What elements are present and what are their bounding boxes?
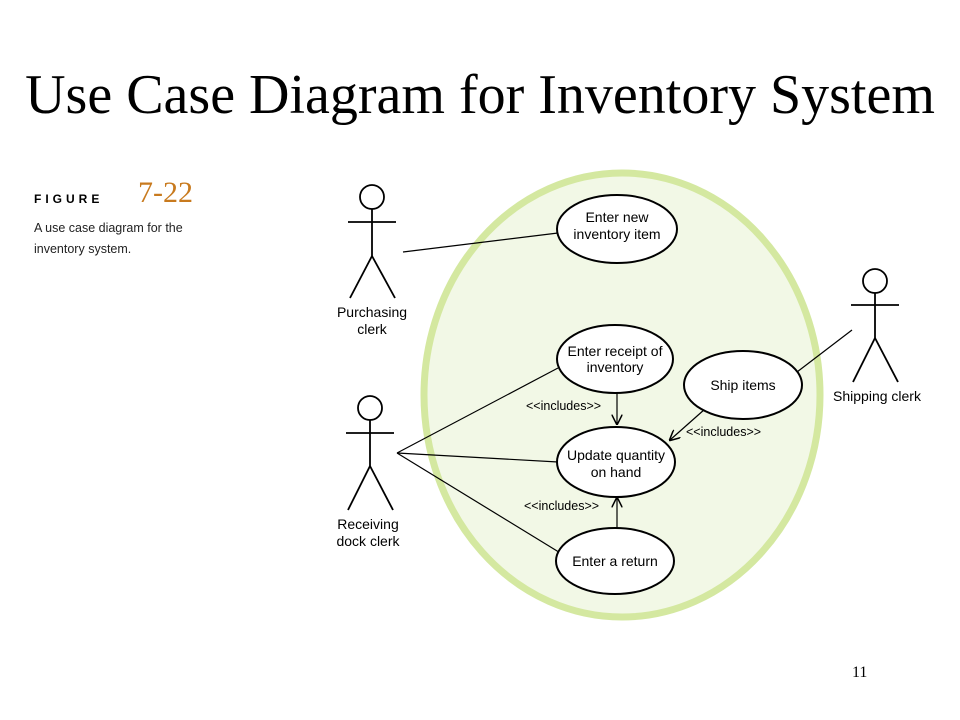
figure-number: 7-22 — [138, 176, 193, 209]
actor-purchasing-label-line2: clerk — [357, 321, 388, 337]
includes-label-return: <<includes>> — [524, 499, 599, 513]
includes-label-receipt: <<includes>> — [526, 399, 601, 413]
use-case-enter-receipt-line2: inventory — [587, 359, 644, 375]
slide-title: Use Case Diagram for Inventory System — [25, 64, 935, 126]
assoc-receiving-enter-return — [396, 452, 563, 555]
use-case-ship-items[interactable]: Ship items — [683, 350, 803, 420]
use-case-enter-return[interactable]: Enter a return — [555, 527, 675, 595]
system-boundary — [420, 169, 824, 621]
page-number: 11 — [852, 664, 868, 681]
use-case-enter-new[interactable]: Enter new inventory item — [556, 194, 678, 264]
assoc-receiving-update-quantity — [396, 452, 559, 463]
figure-caption: A use case diagram for the inventory sys… — [34, 221, 183, 256]
use-case-update-quantity[interactable]: Update quantity on hand — [556, 426, 676, 498]
assoc-shipping-ship-items — [796, 329, 853, 373]
use-case-ship-items-label: Ship items — [710, 377, 775, 393]
include-arrows — [617, 393, 706, 528]
actor-purchasing-clerk[interactable] — [348, 184, 396, 299]
use-case-enter-return-label: Enter a return — [572, 553, 658, 569]
includes-label-ship: <<includes>> — [686, 425, 761, 439]
use-case-enter-receipt[interactable]: Enter receipt of inventory — [556, 324, 674, 394]
actor-receiving-label-line1: Receiving — [337, 516, 398, 532]
actor-purchasing-label-line1: Purchasing — [337, 304, 407, 320]
actor-receiving-label-line2: dock clerk — [336, 533, 400, 549]
figure-label: FIGURE — [34, 192, 104, 206]
use-case-update-quantity-line2: on hand — [591, 464, 642, 480]
assoc-receiving-enter-receipt — [396, 367, 559, 454]
actor-shipping-label: Shipping clerk — [833, 388, 922, 404]
use-case-enter-new-line2: inventory item — [573, 226, 660, 242]
use-case-enter-receipt-line1: Enter receipt of — [568, 343, 663, 359]
assoc-purchasing-enter-new — [402, 232, 559, 253]
actor-shipping-clerk[interactable] — [851, 268, 899, 383]
include-arrow-ship — [670, 408, 706, 440]
use-case-update-quantity-line1: Update quantity — [567, 447, 665, 463]
actor-receiving-dock-clerk[interactable] — [346, 395, 394, 511]
use-case-enter-new-line1: Enter new — [585, 209, 649, 225]
association-lines — [396, 232, 853, 555]
